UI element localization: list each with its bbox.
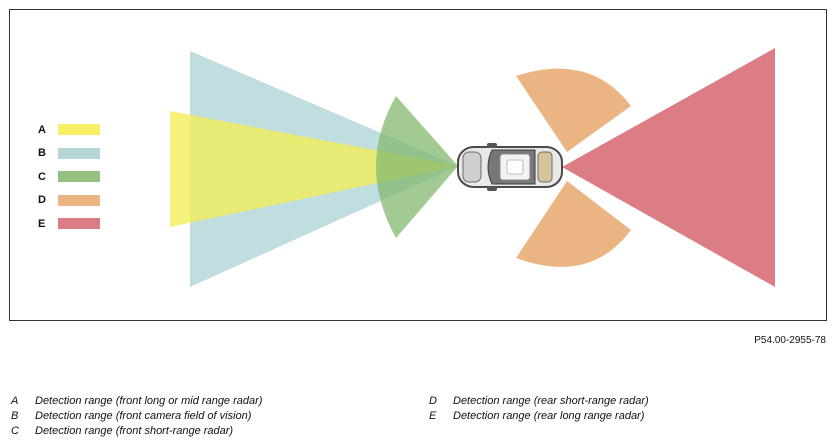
legend: A B C D E [38, 118, 100, 236]
zone-e-rear-long-range-radar [562, 48, 775, 287]
detection-range-diagram [170, 48, 775, 287]
zone-d-rear-short-range-upper [516, 68, 631, 152]
caption-text: Detection range (front camera field of v… [35, 410, 252, 422]
caption-a: A Detection range (front long or mid rang… [11, 395, 262, 407]
caption-text: Detection range (front long or mid range… [35, 395, 263, 407]
legend-swatch-d [58, 194, 100, 206]
legend-swatch-b [58, 147, 100, 159]
caption-letter: B [11, 410, 19, 422]
legend-swatch-c [58, 171, 100, 183]
diagram-frame [9, 9, 827, 321]
legend-letter: C [38, 170, 46, 183]
legend-item-b: B [38, 142, 100, 166]
caption-c: C Detection range (front short-range rada… [11, 425, 233, 437]
zone-a-long-range-radar [170, 111, 458, 227]
legend-letter: E [38, 217, 46, 230]
legend-letter: D [38, 194, 46, 207]
zone-c-short-range-radar [376, 96, 458, 238]
caption-d: D Detection range (rear short-range radar… [429, 395, 649, 407]
zone-d-rear-short-range-lower [516, 181, 631, 267]
caption-b: B Detection range (front camera field of … [11, 410, 251, 422]
caption-text: Detection range (rear long range radar) [453, 410, 645, 422]
legend-item-d: D [38, 189, 100, 213]
legend-swatch-a [58, 124, 100, 136]
legend-item-e: E [38, 212, 100, 236]
legend-item-c: C [38, 165, 100, 189]
caption-text: Detection range (rear short-range radar) [453, 395, 649, 407]
legend-letter: B [38, 147, 46, 160]
caption-text: Detection range (front short-range radar… [35, 425, 234, 437]
caption-e: E Detection range (rear long range radar) [429, 410, 644, 422]
caption-letter: E [429, 410, 437, 422]
car-top-view-icon [457, 143, 563, 191]
caption-letter: A [11, 395, 19, 407]
caption-letter: D [429, 395, 437, 407]
legend-swatch-e [58, 218, 100, 230]
reference-code: P54.00-2955-78 [754, 335, 826, 346]
legend-item-a: A [38, 118, 100, 142]
caption-letter: C [11, 425, 19, 437]
legend-letter: A [38, 123, 46, 136]
